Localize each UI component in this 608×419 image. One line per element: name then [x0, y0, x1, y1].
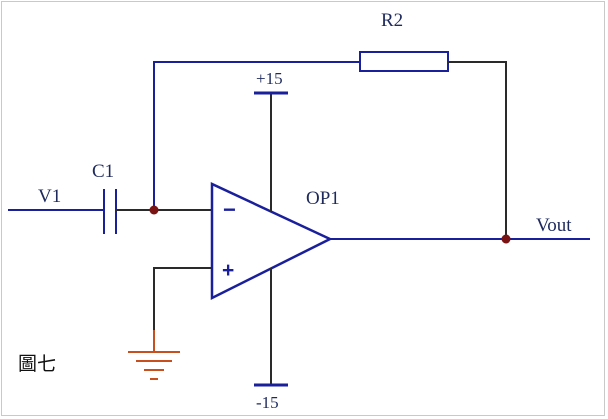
- negative-supply: [254, 268, 288, 387]
- positive-supply-label: +15: [256, 69, 283, 88]
- output-label: Vout: [536, 215, 572, 236]
- noninverting-input-wire: [153, 267, 212, 352]
- negative-supply-label: -15: [256, 393, 279, 412]
- resistor-r2: [359, 51, 449, 72]
- feedback-wire-left: [153, 61, 360, 210]
- positive-supply: [254, 91, 288, 212]
- input-label: V1: [38, 186, 61, 207]
- capacitor-c1: [103, 189, 117, 234]
- noninverting-input-sign: +: [222, 259, 234, 282]
- capacitor-label: C1: [92, 161, 114, 182]
- inverting-input-sign: −: [223, 197, 236, 222]
- figure-caption: 圖七: [18, 353, 56, 375]
- feedback-wire-right: [448, 61, 507, 239]
- opamp-label: OP1: [306, 188, 340, 209]
- ground-icon: [128, 330, 180, 380]
- input-junction-dot: [149, 205, 159, 215]
- resistor-label: R2: [381, 10, 403, 31]
- output-junction-dot: [501, 234, 511, 244]
